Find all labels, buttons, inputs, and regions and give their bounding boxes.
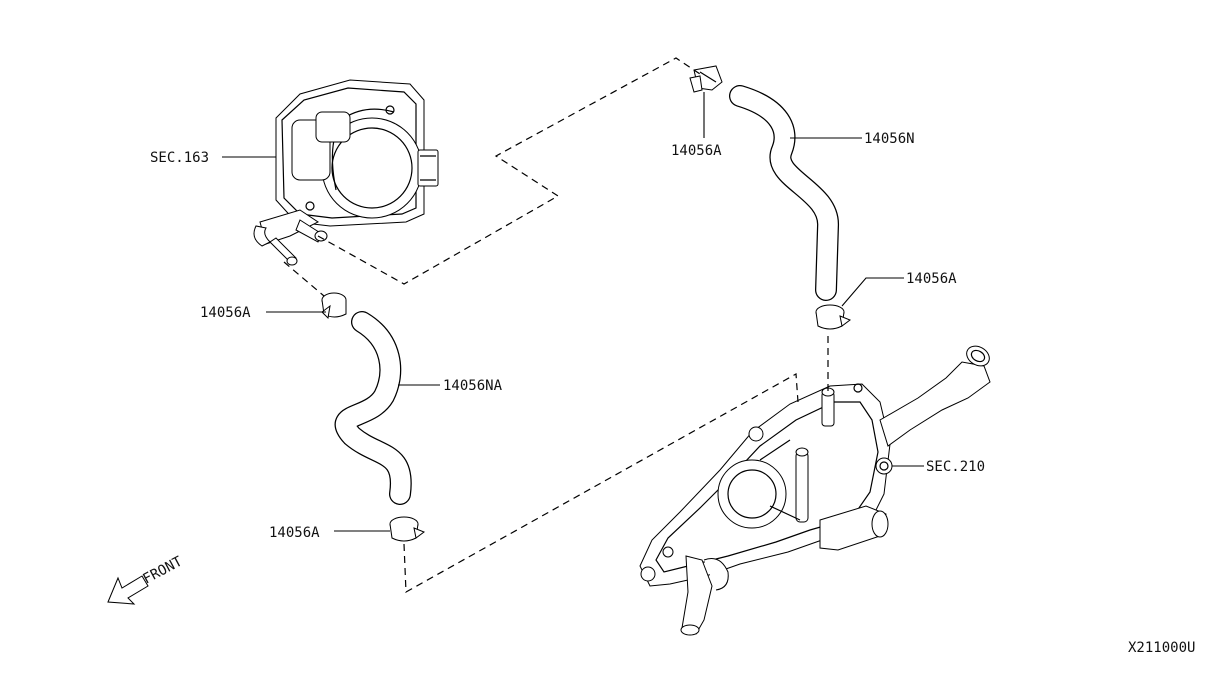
hose-14056n: [729, 85, 839, 301]
label-hose-14056na: 14056NA: [443, 378, 503, 394]
label-hose-14056n: 14056N: [864, 131, 915, 147]
throttle-body: [253, 79, 439, 266]
hose-14056na: [334, 311, 412, 505]
label-front: FRONT: [140, 553, 185, 587]
label-sec-210: SEC.210: [926, 459, 985, 475]
label-clip-bottom: 14056A: [269, 525, 320, 541]
thermostat-housing: [639, 345, 991, 636]
clip-left: [321, 292, 347, 320]
clip-right: [815, 304, 852, 330]
leader-lines: [222, 92, 924, 532]
clip-top: [689, 65, 723, 93]
label-sec-163: SEC.163: [150, 150, 209, 166]
clip-bottom: [389, 516, 426, 542]
label-clip-left: 14056A: [200, 305, 251, 321]
connection-lines: [283, 57, 829, 593]
drawing-code: X211000U: [1128, 640, 1195, 656]
label-clip-right: 14056A: [906, 271, 957, 287]
label-clip-top: 14056A: [671, 143, 722, 159]
front-arrow-icon: [107, 575, 149, 605]
